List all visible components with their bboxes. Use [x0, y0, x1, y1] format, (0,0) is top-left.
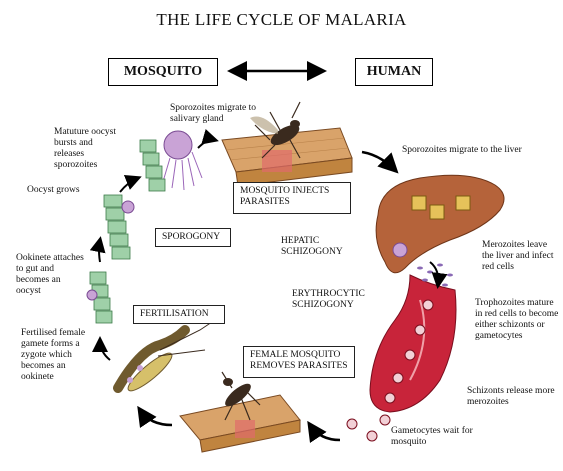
merozoite-scatter — [417, 263, 453, 287]
arrow-burst-to-salivary — [197, 129, 219, 149]
oocyst-small-icon — [121, 200, 135, 214]
gametocyte-cells — [346, 414, 391, 442]
arrow-skin-to-liver — [361, 150, 399, 174]
blood-vessel-icon — [369, 274, 457, 413]
mosquito-fertilisation-icon — [113, 319, 216, 393]
label-gametocytes: Gametocytes wait for mosquito — [391, 426, 473, 447]
gut-cells-upper — [103, 139, 166, 260]
arrow-fertilisation-to-ookinete — [92, 336, 111, 361]
label-sporozoites-salivary: Sporozoites migrate to salivary gland — [170, 103, 257, 124]
label-merozoites-leave: Merozoites leave the liver and infect re… — [482, 240, 554, 272]
arrow-oocyst-to-burst — [119, 175, 142, 193]
label-sporozoites-liver: Sporozoites migrate to the liver — [402, 145, 522, 155]
sporogony-box: SPOROGONY — [155, 228, 231, 247]
ookinete-icon — [86, 289, 98, 301]
label-ookinete: Ookinete attaches to gut and becomes an … — [16, 253, 84, 296]
oocyst-bursting-icon — [161, 130, 203, 191]
liver-icon — [375, 174, 505, 274]
mosquito-injects-box: MOSQUITO INJECTS PARASITES — [233, 182, 351, 214]
label-trophozoites: Trophozoites mature in red cells to beco… — [475, 298, 559, 341]
hepatic-schizogony-label: HEPATIC SCHIZOGONY — [281, 236, 343, 257]
mosquito-header: MOSQUITO — [108, 58, 218, 86]
label-fertilised: Fertilised female gamete forms a zygote … — [21, 328, 86, 382]
page-title: THE LIFE CYCLE OF MALARIA — [156, 10, 407, 29]
arrow-ookinete-to-oocyst — [89, 236, 106, 263]
label-oocyst-grows: Oocyst grows — [27, 185, 80, 195]
skin-patch-top — [221, 127, 353, 187]
mosquito-bottom-icon — [221, 371, 261, 421]
arrow-blood-to-mosquito — [307, 420, 341, 444]
fertilisation-box: FERTILISATION — [133, 305, 225, 324]
label-mature-oocyst: Matuture oocyst bursts and releases spor… — [54, 127, 117, 170]
mosquito-top-icon — [250, 101, 301, 159]
arrow-mosquito-to-fertilisation — [137, 405, 173, 429]
label-schizonts: Schizonts release more merozoites — [467, 386, 555, 407]
erythrocytic-schizogony-label: ERYTHROCYTIC SCHIZOGONY — [292, 289, 365, 310]
skin-patch-bottom — [179, 394, 301, 453]
female-mosquito-box: FEMALE MOSQUITO REMOVES PARASITES — [243, 346, 355, 378]
arrow-liver-to-blood — [429, 261, 448, 289]
human-header: HUMAN — [355, 58, 433, 86]
